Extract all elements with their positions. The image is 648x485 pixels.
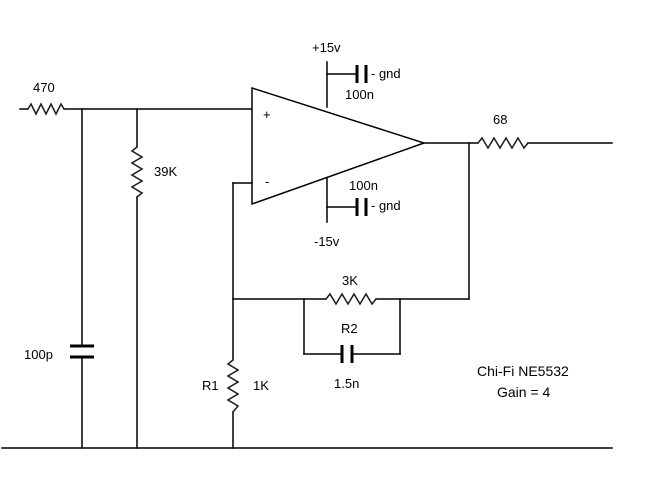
feedback-capacitor-label: 1.5n (334, 376, 359, 391)
shunt-resistor-label: 39K (154, 164, 177, 179)
r1-designator: R1 (202, 378, 219, 393)
positive-bypass-value: 100n (345, 87, 374, 102)
input-resistor-label: 470 (33, 80, 55, 95)
positive-supply-label: +15v (312, 40, 341, 55)
feedback-resistor-label: 3K (342, 273, 358, 288)
opamp-inverting-sign: - (265, 174, 269, 189)
opamp-noninverting-sign: + (263, 107, 271, 122)
negative-supply-label: -15v (314, 234, 340, 249)
note-gain: Gain = 4 (497, 384, 551, 400)
positive-gnd-label: - gnd (371, 66, 401, 81)
r2-label: R2 (341, 321, 358, 336)
input-capacitor-label: 100p (24, 347, 53, 362)
negative-gnd-label: - gnd (371, 198, 401, 213)
opamp-triangle (251, 86, 427, 206)
output-resistor-symbol (477, 136, 529, 150)
r1-resistor-symbol (226, 359, 240, 413)
shunt-resistor-symbol (130, 146, 144, 198)
negative-bypass-value: 100n (349, 178, 378, 193)
output-resistor-label: 68 (493, 112, 507, 127)
r1-value: 1K (253, 378, 269, 393)
feedback-resistor-symbol (325, 292, 377, 306)
input-resistor-symbol (27, 102, 65, 116)
note-title: Chi-Fi NE5532 (477, 363, 569, 379)
